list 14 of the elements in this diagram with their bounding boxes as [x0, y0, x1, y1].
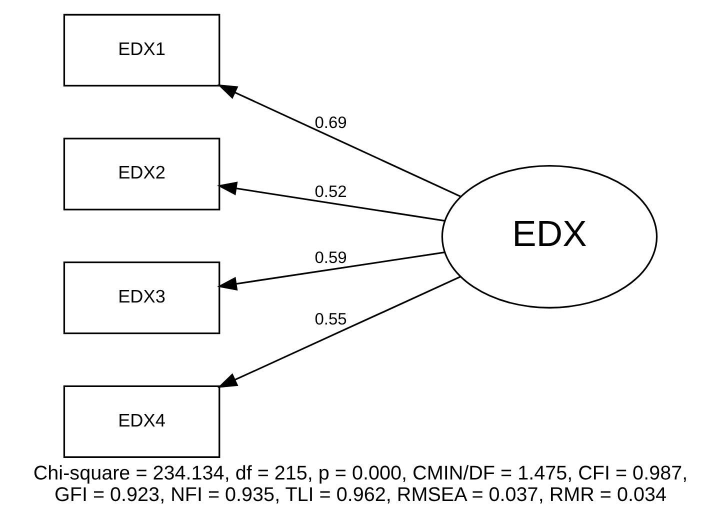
node-ellipse: EDX [440, 164, 658, 309]
edge-label: 0.59 [314, 249, 346, 268]
node-box: EDX1 [62, 14, 220, 87]
arrow [216, 276, 460, 388]
node-box: EDX2 [62, 138, 220, 210]
node-box: EDX4 [62, 385, 220, 458]
arrow [216, 182, 444, 222]
arrow [216, 84, 460, 198]
caption: Chi-square = 234.134, df = 215, p = 0.000, CMIN/DF = 1.475, CFI = 0.987, GFI = 0.923, NFI = 0.935, TLI = 0.962, RMSEA = 0.037, RMR = 0.034 [32, 462, 688, 506]
edge-label: 0.52 [314, 183, 346, 202]
edge-label: 0.55 [314, 310, 346, 328]
node-box: EDX3 [62, 262, 220, 334]
arrow [216, 252, 444, 291]
edge-label: 0.69 [314, 114, 346, 132]
